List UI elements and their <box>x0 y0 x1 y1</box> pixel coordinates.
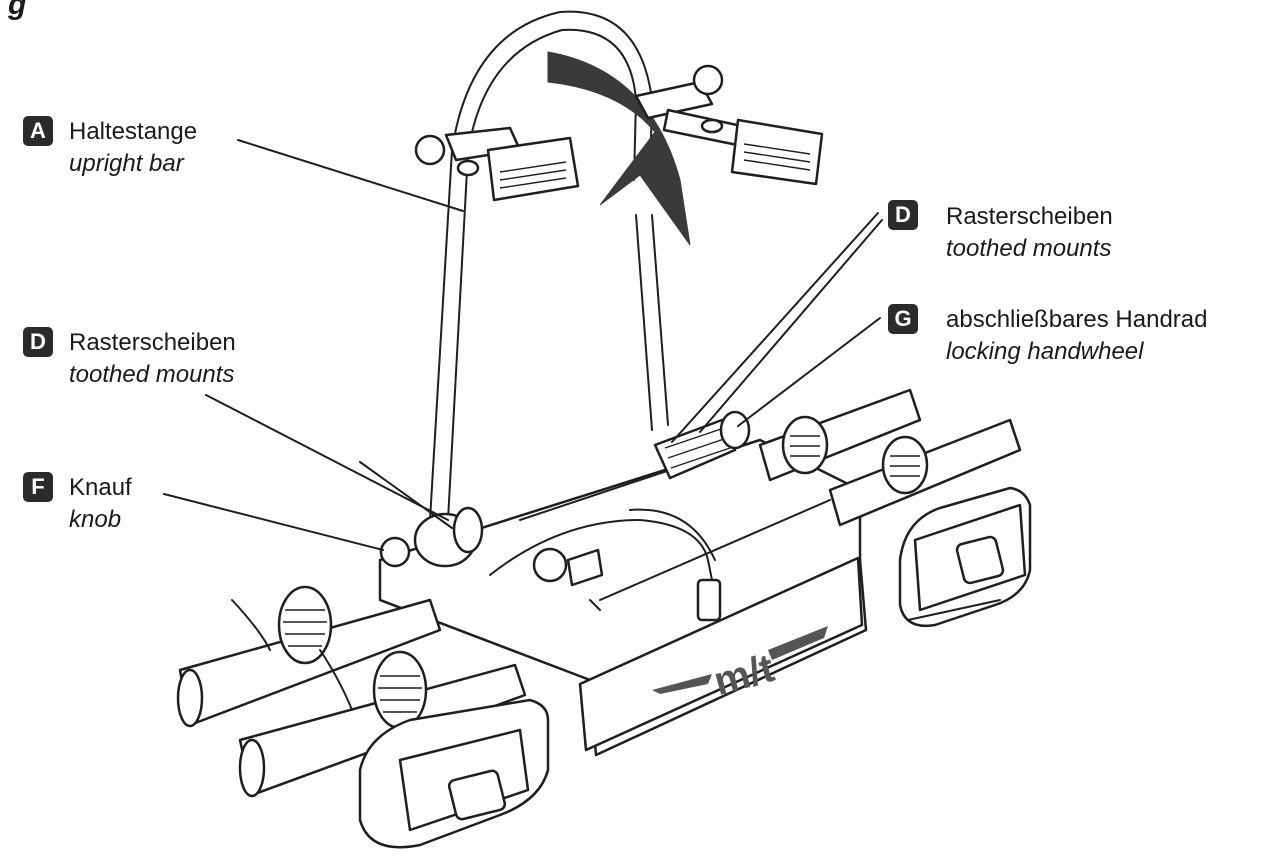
carrier-platform <box>378 438 868 757</box>
knob <box>379 536 411 568</box>
label-A-german: Haltestange <box>69 118 198 145</box>
figure-heading: g <box>8 0 27 21</box>
left-pivot-toothed-mounts <box>379 506 484 568</box>
upright-bar <box>429 10 669 521</box>
leader-line-A <box>237 139 464 212</box>
leader-line-D-left <box>205 394 449 521</box>
badge-A: A <box>23 116 53 146</box>
badge-D-right: D <box>888 200 918 230</box>
label-D-right-german: Rasterscheiben <box>946 203 1113 230</box>
right-strap-ratchet-front <box>781 415 829 475</box>
badge-G: G <box>888 304 918 334</box>
label-G-german: abschließbares Handrad <box>946 306 1208 333</box>
left-strap-ratchet-front <box>277 585 333 665</box>
plug-connector <box>696 578 722 622</box>
right-wheel-trays <box>758 388 1022 527</box>
upper-right-wheel-holder <box>634 64 824 186</box>
label-D-left-english: toothed mounts <box>69 361 235 388</box>
right-tail-light <box>898 486 1032 628</box>
badge-F: F <box>23 472 53 502</box>
left-tail-light <box>358 698 550 849</box>
label-D-right-english: toothed mounts <box>946 235 1112 262</box>
label-D-left-german: Rasterscheiben <box>69 329 236 356</box>
label-A-english: upright bar <box>69 150 184 177</box>
license-plate-frame <box>578 556 864 752</box>
label-F-german: Knauf <box>69 474 132 501</box>
center-pivot-handwheel <box>653 410 751 480</box>
right-strap-ratchet-rear <box>881 435 929 495</box>
leader-lines <box>163 139 883 551</box>
label-F-english: knob <box>69 506 122 533</box>
leader-line-F <box>163 493 384 551</box>
left-strap-ratchet-rear <box>372 650 428 730</box>
logo-wings <box>652 626 828 694</box>
badge-D-left: D <box>23 327 53 357</box>
locking-handwheel <box>719 410 751 450</box>
leader-line-D-right <box>671 212 879 443</box>
center-knob-and-cable <box>489 508 722 622</box>
label-G-english: locking handwheel <box>946 338 1144 365</box>
leader-line-G <box>737 317 881 427</box>
left-wheel-trays <box>176 585 527 798</box>
upper-left-wheel-holder <box>414 126 580 202</box>
fold-direction-arrow <box>547 51 691 246</box>
